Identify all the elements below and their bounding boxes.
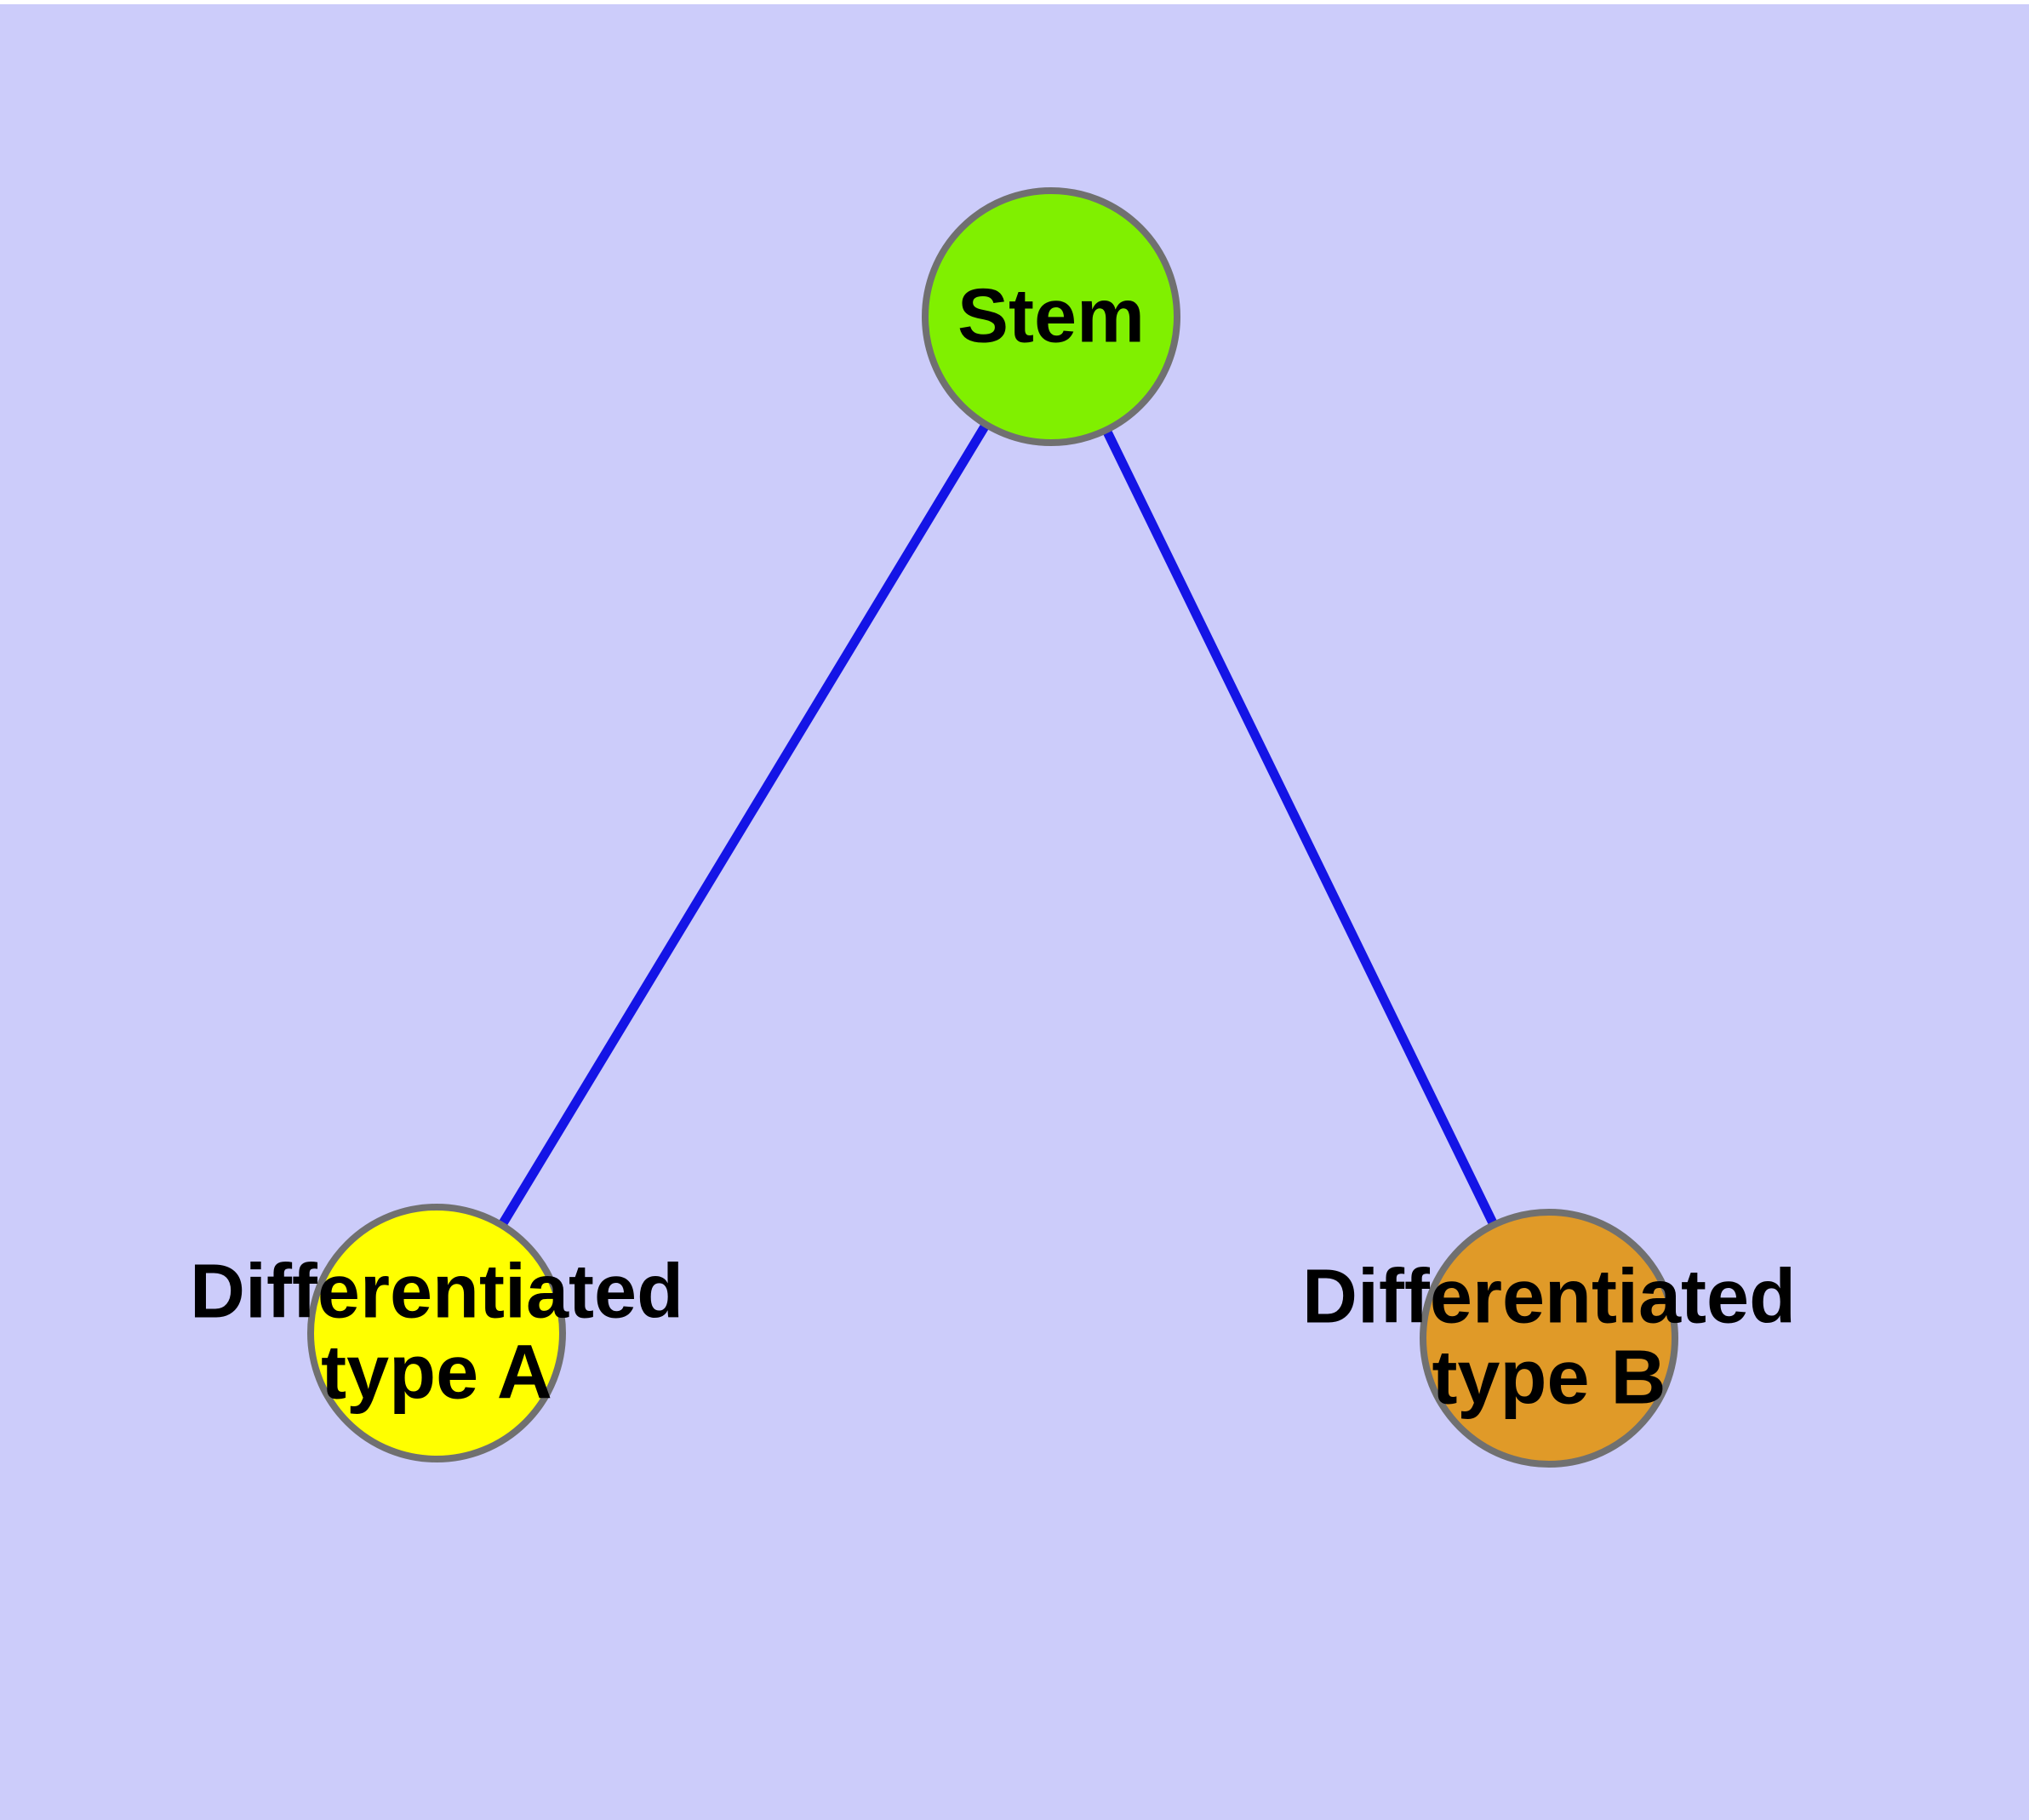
graph-edge[interactable] bbox=[1047, 314, 1553, 1341]
graph-node-diff_a[interactable] bbox=[307, 1204, 566, 1462]
node-layer bbox=[307, 187, 1678, 1468]
edge-layer bbox=[432, 314, 1553, 1341]
graph-node-diff_b[interactable] bbox=[1420, 1209, 1678, 1468]
graph-edge[interactable] bbox=[432, 314, 1055, 1336]
graph-node-stem[interactable] bbox=[922, 187, 1180, 446]
